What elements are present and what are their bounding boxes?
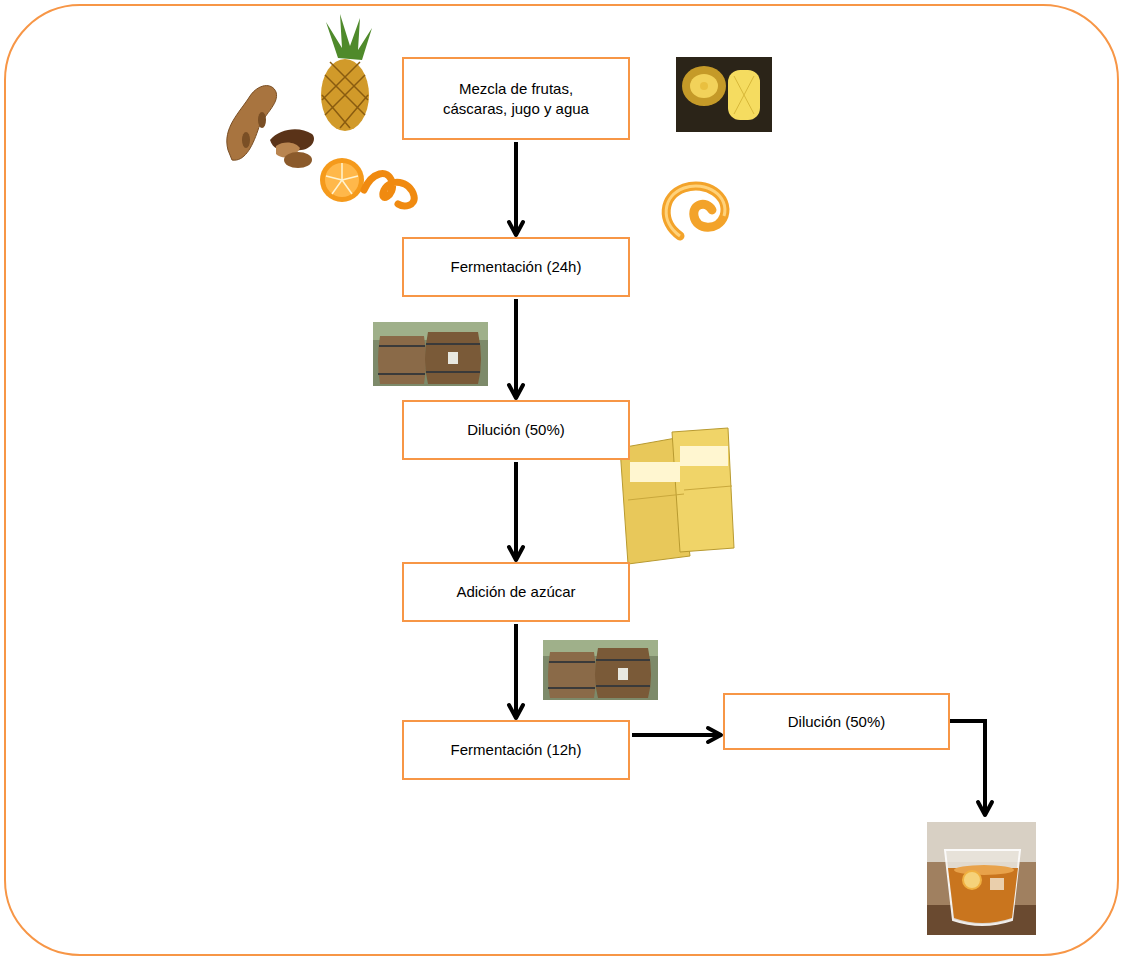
tea-glass-picture	[927, 822, 1036, 935]
outer-frame	[5, 5, 1118, 955]
box-label: Dilución (50%)	[788, 712, 886, 732]
flow-arrow	[514, 624, 518, 718]
pineapple-picture	[321, 14, 372, 131]
sugar-bags-picture	[620, 428, 734, 564]
process-box: Fermentación (24h)	[402, 237, 630, 297]
orange-peel-picture	[666, 186, 725, 236]
barrels-picture	[373, 322, 488, 386]
process-box: Mezcla de frutas, cáscaras, jugo y agua	[402, 57, 630, 140]
tamarind-picture	[227, 86, 314, 168]
process-box: Fermentación (12h)	[402, 720, 630, 780]
box-label: Adición de azúcar	[456, 582, 575, 602]
flow-arrow	[514, 299, 518, 398]
box-label: Fermentación (12h)	[451, 740, 582, 760]
flow-arrow	[514, 142, 518, 235]
flow-arrow	[514, 462, 518, 560]
box-label: Fermentación (24h)	[451, 257, 582, 277]
box-label: Dilución (50%)	[467, 420, 565, 440]
cut-pineapple-picture	[676, 57, 772, 132]
leader-arrow	[950, 721, 985, 815]
process-box: Adición de azúcar	[402, 562, 630, 622]
process-box: Dilución (50%)	[723, 693, 950, 750]
barrels-picture	[543, 640, 658, 700]
box-label: Mezcla de frutas, cáscaras, jugo y agua	[426, 79, 606, 118]
process-box: Dilución (50%)	[402, 400, 630, 460]
flow-arrow	[632, 733, 721, 737]
orange-picture	[320, 158, 414, 206]
